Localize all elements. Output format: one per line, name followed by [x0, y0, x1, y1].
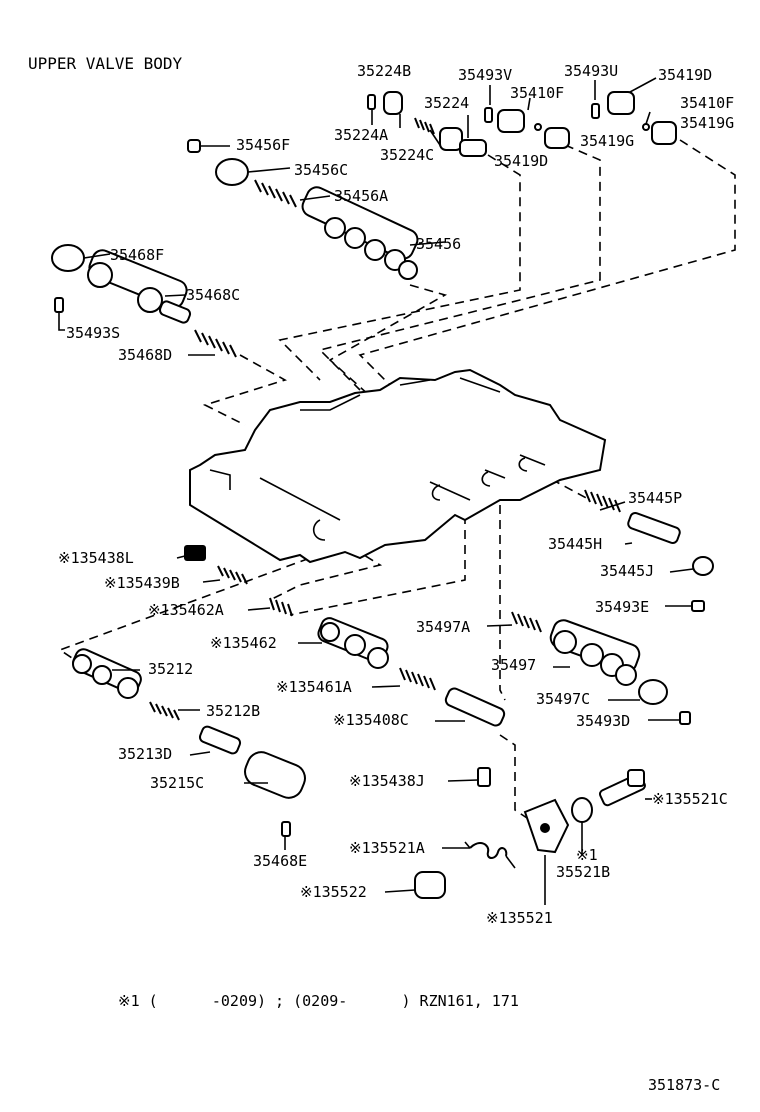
part-35456-valve — [301, 186, 419, 280]
part-35212B-spring — [149, 701, 180, 721]
part-35497A-spring — [511, 611, 542, 633]
label-35419G-left: 35419G — [580, 132, 634, 150]
part-35224B — [383, 91, 403, 115]
part-35468C-valve — [87, 249, 192, 324]
part-35521B-washer — [571, 797, 593, 823]
part-35468D-spring — [194, 329, 237, 358]
label-35497C: 35497C — [536, 690, 590, 708]
label-35419D-top: 35419D — [658, 66, 712, 84]
label-135462: ※135462 — [210, 634, 277, 652]
part-135521C-bolt — [598, 769, 646, 807]
label-135522: ※135522 — [300, 883, 367, 901]
label-35419D-bottom: 35419D — [494, 152, 548, 170]
label-35224B: 35224B — [357, 62, 411, 80]
label-35419G-right: 35419G — [680, 114, 734, 132]
part-135462-valve — [317, 617, 389, 669]
label-35468D: 35468D — [118, 346, 172, 364]
part-35224A — [367, 94, 376, 110]
part-135438L — [184, 545, 206, 561]
part-35419G — [544, 121, 677, 149]
label-135439B: ※135439B — [104, 574, 180, 592]
label-35493V: 35493V — [458, 66, 512, 84]
label-35468C: 35468C — [186, 286, 240, 304]
diagram-title: UPPER VALVE BODY — [28, 54, 182, 73]
part-135522 — [414, 871, 446, 899]
part-135461A-spring — [399, 667, 436, 691]
diagram-code: 351873-C — [648, 1076, 720, 1094]
part-35224C-spring — [414, 117, 435, 135]
part-35215C — [244, 751, 306, 799]
label-35493E: 35493E — [595, 598, 649, 616]
part-35445J — [692, 556, 714, 576]
label-35212: 35212 — [148, 660, 193, 678]
label-35468F: 35468F — [110, 246, 164, 264]
label-135462A: ※135462A — [148, 601, 224, 619]
label-35224A: 35224A — [334, 126, 388, 144]
part-135408C — [444, 687, 506, 727]
label-35493D: 35493D — [576, 712, 630, 730]
part-35493S — [54, 297, 64, 313]
part-35468E — [281, 821, 291, 837]
label-35410F-left: 35410F — [510, 84, 564, 102]
label-35215C: 35215C — [150, 774, 204, 792]
label-135521A: ※135521A — [349, 839, 425, 857]
part-35212-valve — [72, 648, 142, 699]
leader-lines — [58, 77, 694, 905]
part-35213D — [198, 725, 242, 755]
label-135408C: ※135408C — [333, 711, 409, 729]
part-135521A-spring — [464, 841, 516, 869]
label-35212B: 35212B — [206, 702, 260, 720]
label-35497: 35497 — [491, 656, 536, 674]
label-35224: 35224 — [424, 94, 469, 112]
part-35419D-right — [607, 91, 635, 115]
label-135438J: ※135438J — [349, 772, 425, 790]
part-35456F — [187, 139, 201, 153]
label-135461A: ※135461A — [276, 678, 352, 696]
label-35493U: 35493U — [564, 62, 618, 80]
label-35456A: 35456A — [334, 187, 388, 205]
label-35224C: 35224C — [380, 146, 434, 164]
label-135438L: ※135438L — [58, 549, 134, 567]
part-35445H — [627, 511, 681, 545]
part-35468F — [51, 244, 85, 272]
part-labels: 35224B 35493V 35493U 35419D 35410F 35224… — [58, 62, 734, 927]
part-35497-valve — [549, 619, 641, 686]
part-35456C — [215, 158, 249, 186]
label-35497A: 35497A — [416, 618, 470, 636]
label-135521: ※135521 — [486, 909, 553, 927]
label-35445P: 35445P — [628, 489, 682, 507]
part-35224 — [439, 127, 487, 157]
label-35456C: 35456C — [294, 161, 348, 179]
label-35456F: 35456F — [236, 136, 290, 154]
label-35213D: 35213D — [118, 745, 172, 763]
upper-valve-body — [189, 368, 607, 564]
label-35410F-right: 35410F — [680, 94, 734, 112]
label-35493S: 35493S — [66, 324, 120, 342]
part-35493V — [484, 107, 493, 123]
part-35497C — [638, 679, 668, 705]
part-135438J — [477, 767, 491, 787]
applicability-footnote: ※1 ( -0209) ; (0209- ) RZN161, 171 — [118, 992, 519, 1010]
part-35419D — [497, 109, 525, 133]
part-35456A-spring — [254, 179, 297, 208]
label-135521C: ※135521C — [652, 790, 728, 808]
label-35521B: 35521B — [556, 863, 610, 881]
part-135462A-spring — [269, 597, 293, 617]
part-35445P-spring — [584, 489, 621, 513]
part-135521-cam — [523, 798, 570, 854]
part-35493U — [591, 103, 600, 119]
label-35468E: 35468E — [253, 852, 307, 870]
part-135439B-spring — [217, 565, 248, 585]
label-35445J: 35445J — [600, 562, 654, 580]
label-35445H: 35445H — [548, 535, 602, 553]
part-35493E — [691, 600, 705, 612]
label-35456: 35456 — [416, 235, 461, 253]
part-35493D — [679, 711, 691, 725]
label-1-mark: ※1 — [576, 846, 598, 864]
